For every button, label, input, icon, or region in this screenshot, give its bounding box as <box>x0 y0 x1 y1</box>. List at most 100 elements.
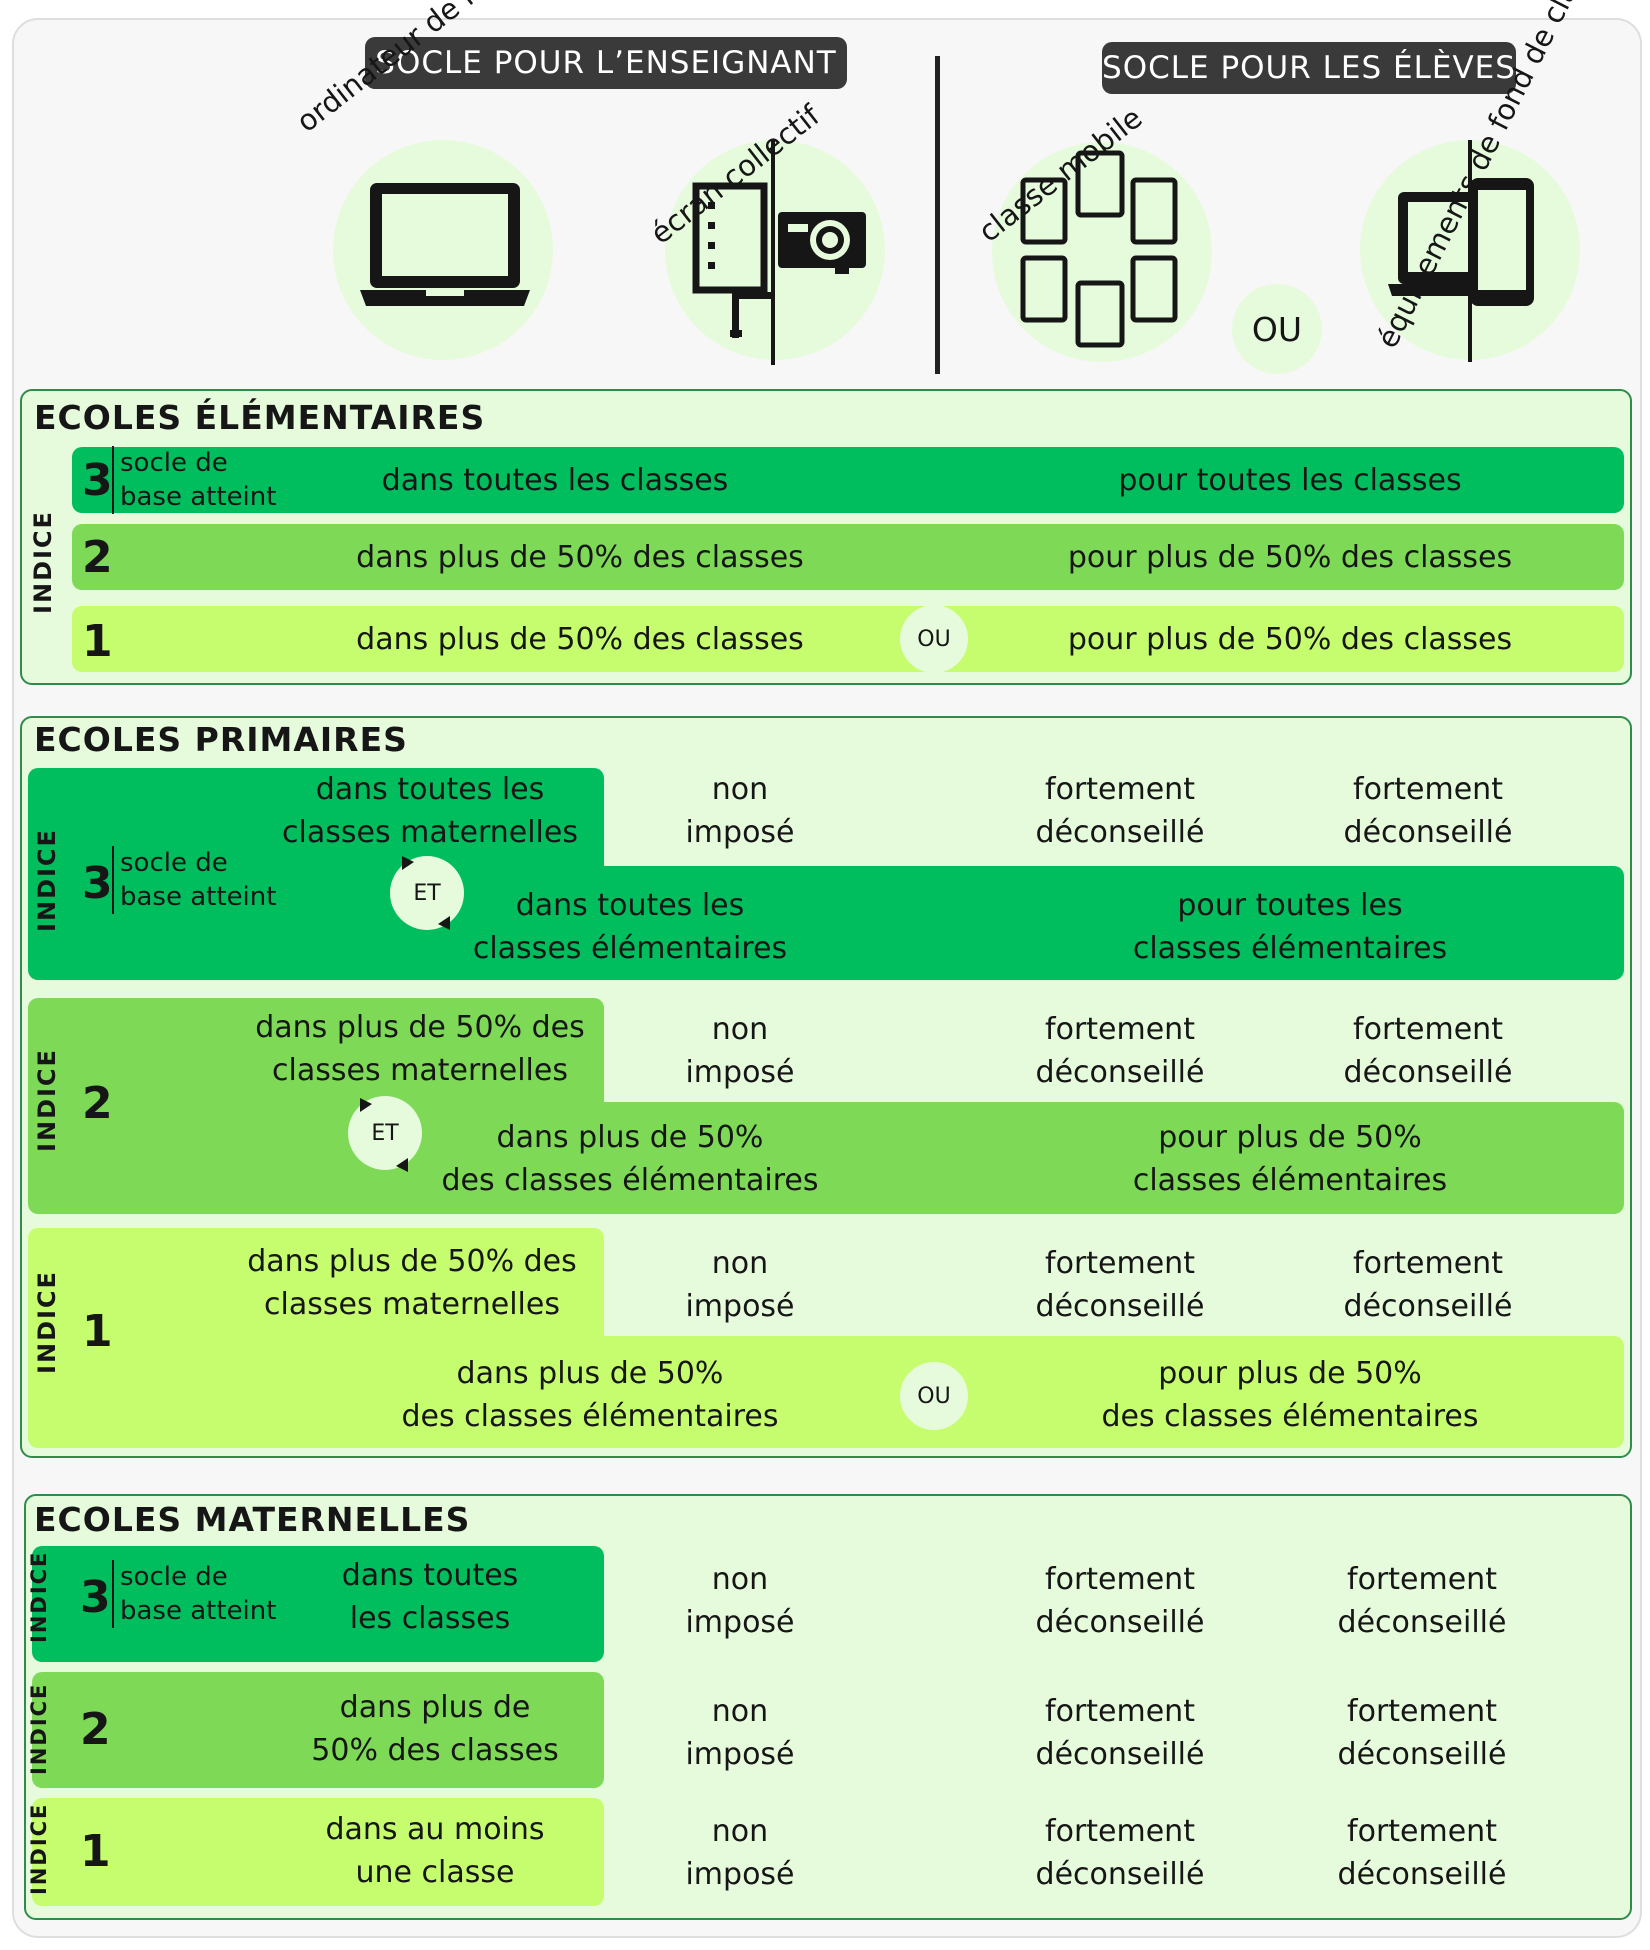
maternelles-2-indice: INDICE <box>27 1682 51 1775</box>
text-line: fortement <box>1045 1246 1195 1281</box>
text-line: non <box>711 1012 769 1047</box>
text-line: fortement <box>1347 1694 1497 1729</box>
socle-line1: socle de <box>120 848 228 878</box>
primaires-2-projector-status: non imposé <box>640 1008 840 1094</box>
text-line: dans au moins <box>325 1812 545 1847</box>
cycle-arrows-icon <box>402 856 450 930</box>
elementaires-level-1: 1 <box>82 616 113 667</box>
text-line: imposé <box>685 815 795 850</box>
primaires-2-elementaires-block <box>28 1102 1624 1214</box>
primaires-level-2: 2 <box>82 1078 113 1129</box>
primaires-3-elementaires: dans toutes les classes élémentaires <box>420 884 840 970</box>
maternelles-3-indice: INDICE <box>27 1550 51 1643</box>
primaires-3-elementaires-block <box>28 866 1624 980</box>
and-text: ET <box>371 1120 399 1146</box>
socle-line2: base atteint <box>120 882 277 912</box>
primaires-2-elementaires: dans plus de 50%des classes élémentaires <box>410 1116 850 1202</box>
text-line: déconseillé <box>1035 1605 1205 1640</box>
tablets-icon <box>1020 150 1178 348</box>
elementaires-level-2: 2 <box>82 532 113 583</box>
students-base-title: SOCLE POUR LES ÉLÈVES <box>1102 42 1516 94</box>
elementaires-or-badge: OU <box>900 605 968 673</box>
text-line: classes maternelles <box>282 815 578 850</box>
primaires-1-students: pour plus de 50%des classes élémentaires <box>1060 1352 1520 1438</box>
text-line: non <box>711 1562 769 1597</box>
laptop-tablet-icon <box>1388 140 1534 362</box>
teacher-base-title-text: SOCLE POUR L’ENSEIGNANT <box>375 45 837 81</box>
elementaires-2-students: pour plus de 50% des classes <box>1067 540 1513 575</box>
maternelles-level-3: 3 <box>80 1572 111 1623</box>
maternelles-row-3 <box>32 1546 604 1662</box>
teacher-base-title: SOCLE POUR L’ENSEIGNANT <box>365 37 847 89</box>
text-line: déconseillé <box>1035 1055 1205 1090</box>
text-line: imposé <box>685 1055 795 1090</box>
text-line: fortement <box>1045 1562 1195 1597</box>
primaires-1-elementaires: dans plus de 50%des classes élémentaires <box>370 1352 810 1438</box>
primaires-title: ECOLES PRIMAIRES <box>34 720 408 759</box>
text-line: classes maternelles <box>272 1053 568 1088</box>
text-line: classes maternelles <box>264 1287 560 1322</box>
text-line: classes élémentaires <box>472 931 788 966</box>
elementaires-socle-label: socle de base atteint <box>112 446 276 514</box>
elementaires-row-3 <box>72 447 1624 513</box>
text-line: dans plus de 50% <box>456 1356 724 1391</box>
maternelles-title: ECOLES MATERNELLES <box>34 1500 471 1539</box>
text-line: les classes <box>349 1601 511 1636</box>
socle-line2: base atteint <box>120 482 277 512</box>
text-line: dans plus de 50% des <box>247 1244 577 1279</box>
maternelles-1-indice: INDICE <box>27 1802 51 1895</box>
primaires-1-indice: INDICE <box>33 1270 61 1374</box>
text-line: non <box>711 772 769 807</box>
primaires-socle-label: socle de base atteint <box>112 846 276 914</box>
text-line: fortement <box>1045 1814 1195 1849</box>
text-line: pour plus de 50% <box>1158 1120 1422 1155</box>
header-or-text: OU <box>1251 309 1303 349</box>
text-line: dans toutes les <box>515 888 745 923</box>
text-line: fortement <box>1353 772 1503 807</box>
text-line: déconseillé <box>1337 1857 1507 1892</box>
text-line: dans plus de 50% des <box>255 1010 585 1045</box>
text-line: fortement <box>1353 1246 1503 1281</box>
header-divider <box>935 56 940 374</box>
elementaires-or-text: OU <box>917 626 951 652</box>
text-line: déconseillé <box>1035 815 1205 850</box>
elementaires-1-students: pour plus de 50% des classes <box>1067 622 1513 657</box>
text-line: une classe <box>355 1855 515 1890</box>
elementaires-title: ECOLES ÉLÉMENTAIRES <box>34 398 486 437</box>
text-line: déconseillé <box>1035 1737 1205 1772</box>
text-line: classes élémentaires <box>1132 931 1448 966</box>
text-line: déconseillé <box>1343 1055 1513 1090</box>
text-line: imposé <box>685 1857 795 1892</box>
text-line: fortement <box>1353 1012 1503 1047</box>
primaires-3-projector-status: non imposé <box>640 768 840 854</box>
text-line: fortement <box>1045 1694 1195 1729</box>
primaires-3-indice: INDICE <box>33 828 61 932</box>
text-line: fortement <box>1045 1012 1195 1047</box>
primaires-1-elementaires-block <box>28 1336 1624 1448</box>
and-text: ET <box>413 880 441 906</box>
primaires-2-fond-status: fortement déconseillé <box>1328 1008 1528 1094</box>
elementaires-row-1 <box>72 606 1624 672</box>
socle-line1: socle de <box>120 1562 228 1592</box>
cycle-arrows-icon <box>360 1098 408 1172</box>
primaires-2-maternelles: dans plus de 50% des classes maternelles <box>240 1006 600 1092</box>
maternelles-level-1: 1 <box>80 1826 111 1877</box>
socle-line1: socle de <box>120 448 228 478</box>
text-line: classes élémentaires <box>1132 1163 1448 1198</box>
text-line: déconseillé <box>1035 1289 1205 1324</box>
text-line: dans plus de 50% <box>496 1120 764 1155</box>
maternelles-1-teacher: dans au moins une classe <box>290 1808 580 1894</box>
text-line: imposé <box>685 1737 795 1772</box>
elementaires-3-teacher: dans toutes les classes <box>381 463 729 498</box>
